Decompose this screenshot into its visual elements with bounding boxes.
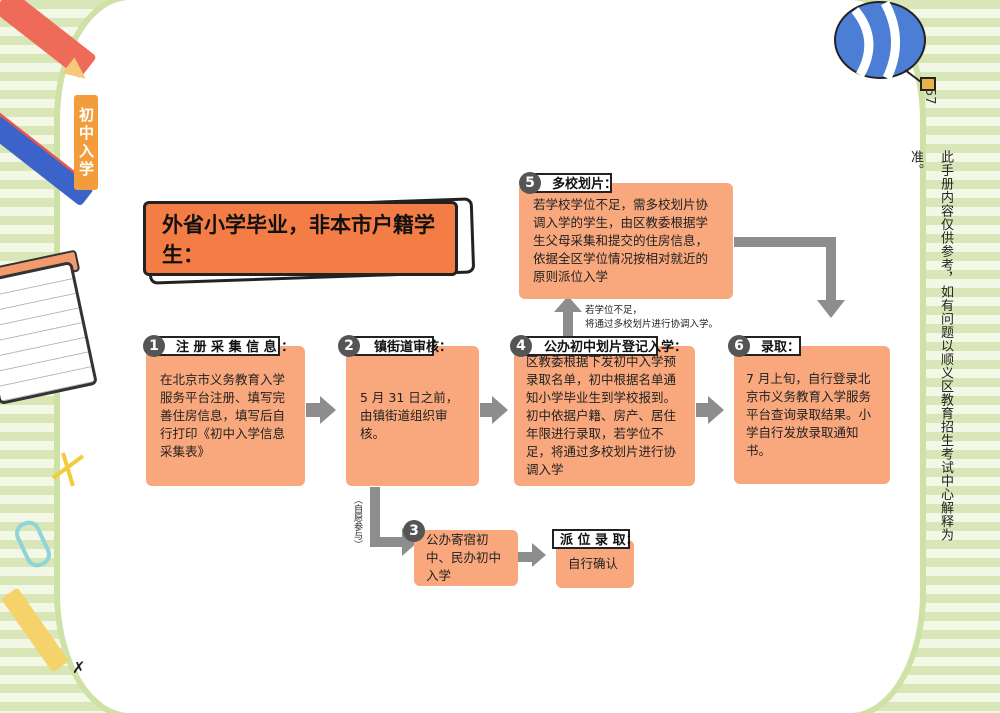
arrow-head-up [554,296,582,312]
step-4-label: 公办初中划片登记入学： [520,336,687,356]
cross-mark-icon: ✗ [72,658,86,677]
arrow-2-3 [370,487,380,543]
step-2-label: 镇街道审核： [350,336,452,356]
insufficient-note-line-1: 若学位不足， [585,305,643,316]
arrow-4-5 [563,312,573,338]
step-2-text: 5 月 31 日之前，由镇街道组织审核。 [360,390,459,441]
step-6-text: 7 月上旬，自行登录北京市义务教育入学服务平台查询录取结果。小学自行发放录取通知… [746,371,872,458]
step-6-number: 6 [728,335,750,357]
step-5-text: 若学校学位不足，需多校划片协调入学的学生，由区教委根据学生父母采集和提交的住房信… [533,197,709,284]
step-5-box: 若学校学位不足，需多校划片协调入学的学生，由区教委根据学生父母采集和提交的住房信… [519,183,733,299]
step-3-text: 公办寄宿初中、民办初中入学 [426,532,502,583]
step-1-number: 1 [143,335,165,357]
arrow-head-down [817,300,845,318]
step-4-number: 4 [510,335,532,357]
step-5-label: 多校划片： [528,173,617,193]
arrow-head [532,543,546,567]
dispatch-label: 派 位 录 取： [552,529,639,549]
arrow-2-4 [480,403,492,417]
arrow-head [708,396,724,424]
arrow-5-6 [734,237,834,247]
hot-air-balloon-icon [834,0,936,91]
voluntary-note: （自愿参与） [352,495,362,549]
section-tag: 初中入学 [74,95,98,190]
step-1-text: 在北京市义务教育入学服务平台注册、填写完善住房信息，填写后自行打印《初中入学信息… [160,372,286,459]
step-3-box: 公办寄宿初中、民办初中入学 [414,530,518,586]
arrow-3-dispatch [518,552,532,562]
arrow-4-6 [696,403,708,417]
page-number: 57 [922,88,937,105]
step-1-label: 注 册 采 集 信 息 ： [152,336,294,356]
step-4-text: 区教委根据下发初中入学预录取名单，初中根据名单通知小学毕业生到学校报到。初中依据… [526,354,677,477]
arrow-1-2 [306,403,320,417]
arrow-head [320,396,336,424]
dispatch-text: 自行确认 [568,556,619,571]
sparkle-icon [51,452,85,487]
step-2-number: 2 [338,335,360,357]
step-5-number: 5 [519,172,541,194]
step-4-box: 区教委根据下发初中入学预录取名单，初中根据名单通知小学毕业生到学校报到。初中依据… [514,346,695,486]
arrow-5-6-down [826,237,836,301]
arrow-2-3-horizontal [370,537,402,547]
step-1-box: 在北京市义务教育入学服务平台注册、填写完善住房信息，填写后自行打印《初中入学信息… [146,346,305,486]
step-2-box: 5 月 31 日之前，由镇街道组织审核。 [346,346,479,486]
step-3-number: 3 [403,520,425,542]
arrow-head [492,396,508,424]
insufficient-note-line-2: 将通过多校划片进行协调入学。 [585,319,719,330]
disclaimer-note: 此手册内容仅供参考，如有问题以顺义区教育招生考试中心解释为准。 [908,150,953,542]
page-title: 外省小学毕业，非本市户籍学生： [143,201,458,276]
step-6-box: 7 月上旬，自行登录北京市义务教育入学服务平台查询录取结果。小学自行发放录取通知… [734,346,890,484]
